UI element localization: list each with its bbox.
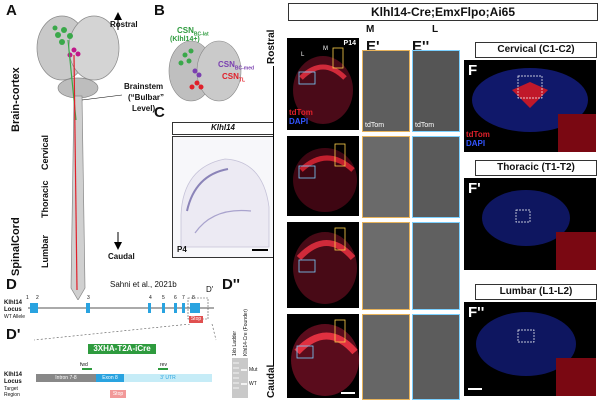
bulbar-label: (“Bulbar”: [128, 93, 164, 102]
citation-label: Sahni et al., 2021b: [110, 280, 177, 289]
brainstem-label: Brainstem: [124, 82, 164, 91]
locus2-label: Locus: [4, 307, 22, 313]
cell-lateral-row3: [412, 222, 460, 310]
exon-6-label: 6: [174, 295, 177, 301]
panel-f-double-prime-label: F'': [468, 304, 485, 321]
csn-bc-lat-label: CSNBC-lat: [177, 26, 209, 38]
rev-primer-label: rev: [160, 362, 167, 368]
thoracic-header: Thoracic (T1-T2): [475, 160, 597, 176]
lumbar-label: Lumbar: [40, 234, 50, 268]
e-scale-bar: [341, 392, 355, 394]
exon-4-label: 4: [149, 295, 152, 301]
tdtom-label-m1: tdTom: [365, 122, 385, 129]
utr-segment: 3' UTR: [124, 374, 212, 382]
csn-tl-label: CSNTL: [222, 72, 245, 84]
brain-cortex-label: Brain-cortex: [10, 67, 22, 132]
wt-band-label: WT: [249, 381, 257, 387]
dapi-legend-f: DAPI: [466, 139, 486, 148]
rostral-axis-label: Rostral: [266, 29, 277, 64]
cervical-section: F tdTom DAPI: [464, 60, 596, 152]
thoracic-section: F': [464, 178, 596, 270]
tdtom-legend-f: tdTom: [466, 130, 490, 139]
col-m-label: M: [366, 24, 375, 35]
locus-label: Klhl14: [4, 300, 23, 306]
cell-lateral-row4: [412, 314, 460, 400]
level-label: Level): [132, 104, 156, 113]
rostral-label: Rostral: [110, 20, 138, 29]
tdtom-legend-e: tdTom: [289, 108, 313, 117]
section-rostral-1: P14 L M tdTom DAPI: [287, 38, 359, 130]
age-label-p4: P4: [177, 245, 187, 254]
cervical-label: Cervical: [40, 134, 50, 170]
brain-subpopulation-illustration: [168, 40, 242, 102]
cell-medial-row3: [362, 222, 410, 310]
cell-medial-row1: tdTom: [362, 50, 410, 132]
panel-b-label: B: [154, 2, 165, 19]
stop-codon-badge: Stop: [189, 316, 203, 323]
brain-spinal-cord-illustration: [36, 12, 123, 300]
exon-5-label: 5: [162, 295, 165, 301]
panel-f-prime-label: F': [468, 180, 481, 197]
klhl14-positive-label: (Klhl14+): [170, 36, 200, 43]
cervical-header: Cervical (C1-C2): [475, 42, 597, 58]
cell-medial-row4: [362, 314, 410, 400]
gel-bands: [233, 362, 247, 389]
dapi-legend-e: DAPI: [289, 117, 309, 126]
section-caudal: [287, 314, 359, 398]
region-label: Region: [4, 392, 20, 398]
lateral-marker: L: [301, 52, 305, 58]
founder-label: Klhl14-Cre (Founder): [243, 309, 249, 356]
exon-1-label: 1: [26, 295, 29, 301]
construct-badge: 3XHA-T2A-iCre: [88, 344, 156, 354]
exon-3-label: 3: [87, 295, 90, 301]
panel-d-label: D: [6, 276, 17, 293]
thoracic-label: Thoracic: [40, 180, 50, 218]
medial-marker: M: [323, 46, 328, 52]
caudal-label: Caudal: [108, 252, 135, 261]
col-l-label: L: [432, 24, 439, 35]
spinal-cord-label: SpinalCord: [10, 217, 22, 276]
lumbar-section: F'': [464, 302, 596, 396]
section-rostral-3: [287, 222, 359, 308]
cell-lateral-row1: tdTom: [412, 50, 460, 132]
section-rostral-2: [287, 136, 359, 216]
panel-d-prime-label: D': [6, 326, 21, 343]
rev-primer-arrow: [158, 368, 168, 370]
exon-8-label: 8: [192, 295, 195, 301]
lumbar-header: Lumbar (L1-L2): [475, 284, 597, 300]
tdtom-label-l1: tdTom: [415, 122, 435, 129]
in-situ-image: P4: [172, 136, 274, 258]
panel-d-double-prime-label: D'': [222, 276, 240, 293]
zoom-lines: [33, 324, 217, 341]
caudal-axis-label: Caudal: [266, 364, 277, 398]
fwd-primer-arrow: [82, 368, 92, 370]
genotype-header: Klhl14-Cre;EmxFlpo;Ai65: [288, 3, 598, 21]
cell-lateral-row2: [412, 136, 460, 218]
intron-segment: Intron 7-8: [36, 374, 96, 382]
exon-7-label: 7: [182, 295, 185, 301]
dp-stop-badge: Stop: [110, 390, 126, 398]
klhl14-header: Klhl14: [172, 122, 274, 135]
scale-bar: [252, 249, 268, 251]
panel-f-label: F: [468, 62, 478, 79]
wt-allele-label: WT Allele: [4, 314, 26, 320]
age-label-p14: P14: [343, 40, 356, 47]
panel-a-label: A: [6, 2, 17, 19]
brain-section-drawing: [180, 158, 270, 248]
fwd-primer-label: fwd: [80, 362, 88, 368]
panel-c-label: C: [154, 104, 165, 121]
gel-image: [232, 358, 248, 398]
csn-bc-med-label: CSNBC-med: [218, 60, 255, 72]
cell-medial-row2: [362, 136, 410, 218]
dp-locus2-label: Locus: [4, 379, 22, 385]
rostral-caudal-axis: [273, 66, 274, 366]
mut-band-label: Mut: [249, 367, 258, 373]
exon-segment: Exon 8: [96, 374, 124, 382]
exon-2-label: 2: [36, 295, 39, 301]
target-label: Target: [4, 386, 18, 392]
f-scale-bar: [468, 388, 482, 390]
ladder-label: 1kb Ladder: [232, 330, 238, 356]
dprime-ref-label: D': [206, 285, 214, 294]
dp-locus-label: Klhl14: [4, 372, 23, 378]
